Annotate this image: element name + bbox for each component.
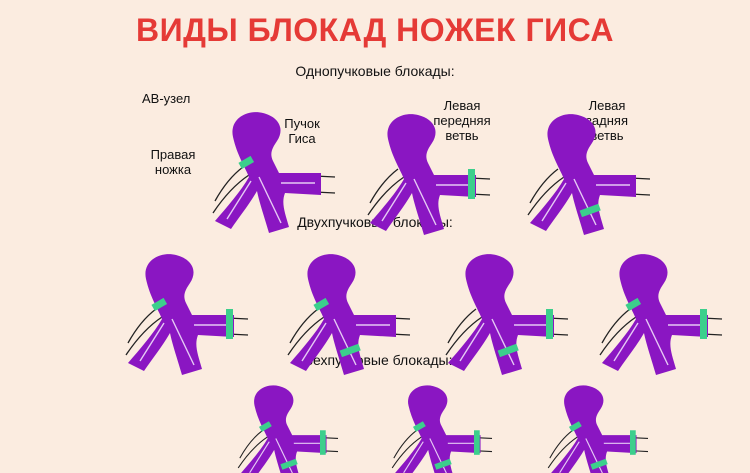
label-right-branch: Правая ножка <box>146 147 200 177</box>
diagram-left-posterior-block <box>527 113 651 236</box>
section-single-fascicle: Однопучковые блокады: <box>295 63 455 79</box>
diagram-bifascicular-3 <box>445 253 569 376</box>
label-left-anterior-line1: Левая <box>443 98 481 113</box>
diagram-bifascicular-1 <box>125 253 249 376</box>
label-right-branch-line2: ножка <box>154 162 192 177</box>
diagram-bifascicular-2 <box>287 253 411 376</box>
label-av-node: АВ-узел <box>142 91 191 106</box>
section-triple-fascicle: Трехпучковые блокады: <box>297 352 453 368</box>
label-left-posterior-line2: задняя <box>585 113 629 128</box>
label-left-anterior-line2: передняя <box>433 113 491 128</box>
diagram-bifascicular-4 <box>599 253 723 376</box>
label-right-branch-line1: Правая <box>150 147 196 162</box>
label-his-bundle-line1: Пучок <box>284 116 320 131</box>
diagram-left-anterior-block <box>367 113 491 236</box>
diagram-right-bundle-block <box>212 111 336 234</box>
label-left-anterior: Левая передняя ветвь <box>432 98 492 143</box>
label-left-posterior-line3: ветвь <box>590 128 624 143</box>
label-his-bundle-line2: Гиса <box>288 131 316 146</box>
diagram-trifascicular-3 <box>547 384 649 473</box>
label-his-bundle: Пучок Гиса <box>280 116 324 146</box>
diagram-trifascicular-2 <box>391 384 493 473</box>
label-left-anterior-line3: ветвь <box>445 128 479 143</box>
label-left-posterior: Левая задняя ветвь <box>580 98 634 143</box>
page-title: ВИДЫ БЛОКАД НОЖЕК ГИСА <box>135 12 614 48</box>
diagram-trifascicular-1 <box>237 384 339 473</box>
label-left-posterior-line1: Левая <box>588 98 626 113</box>
